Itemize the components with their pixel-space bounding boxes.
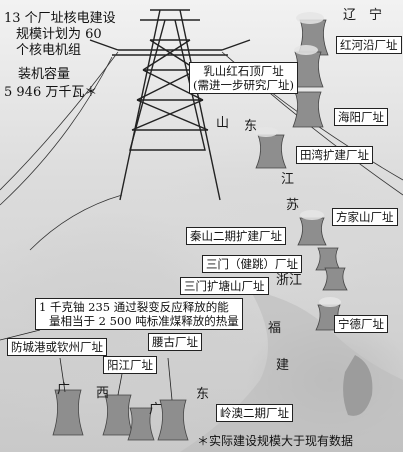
uranium-info-line2: 量相当于 2 500 吨标准煤释放的热量 (49, 314, 239, 328)
cooling-towers (52, 19, 348, 441)
province-shandong-2: 东 (244, 119, 258, 134)
site-label-haiyang: 海阳厂址 (334, 108, 388, 126)
cooling-tower-icon (297, 217, 327, 246)
province-guangdong-1: 广 (149, 402, 163, 417)
footnote: ＊实际建设规模大于现有数据 (197, 434, 354, 448)
capacity-label: 装机容量 (18, 67, 71, 82)
steam-plumes (254, 12, 341, 307)
province-guangxi-2: 西 (96, 386, 110, 401)
province-fujian-1: 福 (268, 321, 282, 336)
province-zhejiang: 浙江 (276, 273, 303, 288)
site-label-rushan-note: (需进一步研究厂址) (193, 78, 294, 92)
taiwan-island (343, 355, 373, 416)
site-label-qinshan: 秦山二期扩建厂址 (186, 227, 286, 245)
site-label-sanmen-kuotang: 三门扩塘山厂址 (180, 277, 269, 295)
site-label-yangjiang: 阳江厂址 (103, 356, 157, 374)
site-label-ningde: 宁德厂址 (334, 315, 388, 333)
province-jiangsu-1: 江 (281, 172, 295, 187)
site-label-yaogu: 腰古厂址 (148, 333, 202, 351)
province-guangxi-1: 广 (57, 382, 71, 397)
site-label-fangchenggang: 防城港或钦州厂址 (7, 338, 107, 356)
uranium-info-line1: 1 千克铀 235 通过裂变反应释放的能 (39, 300, 229, 314)
province-guangdong-2: 东 (196, 387, 210, 402)
cooling-tower-icon (292, 91, 324, 128)
province-fujian-2: 建 (276, 358, 290, 373)
cooling-tower-icon (52, 389, 84, 436)
uranium-info-note: 1 千克铀 235 通过裂变反应释放的能 量相当于 2 500 吨标准煤释放的热… (35, 298, 243, 330)
cooling-tower-icon (102, 394, 134, 436)
province-jiangsu-2: 苏 (286, 198, 300, 213)
site-label-tianwan: 田湾扩建厂址 (296, 146, 373, 164)
capacity-value: 5 946 万千瓦＊ (4, 85, 98, 100)
header-line3: 个核电机组 (16, 43, 82, 58)
leader-lines (0, 329, 173, 401)
site-label-rushan: 乳山红石顶厂址 (需进一步研究厂址) (189, 62, 298, 94)
cooling-tower-icon (157, 399, 189, 441)
cooling-tower-icon (127, 407, 155, 441)
site-label-sanmen-jiantiao: 三门（健跳）厂址 (202, 255, 302, 273)
site-label-lingao: 岭澳二期厂址 (216, 404, 293, 422)
cooling-tower-icon (322, 267, 348, 291)
cooling-tower-icon (315, 247, 341, 271)
province-shandong-1: 山 (216, 116, 230, 131)
header-line1: 13 个厂址核电建设 (4, 11, 116, 26)
site-label-honghe: 红河沿厂址 (336, 36, 402, 54)
header-line2: 规模计划为 60 (16, 27, 102, 42)
cooling-tower-icon (255, 134, 287, 169)
province-liaoning: 辽 宁 (343, 8, 383, 23)
site-label-fangjiashan: 方家山厂址 (332, 208, 398, 226)
site-label-rushan-name: 乳山红石顶厂址 (203, 64, 284, 78)
pylon-icon (89, 9, 251, 201)
